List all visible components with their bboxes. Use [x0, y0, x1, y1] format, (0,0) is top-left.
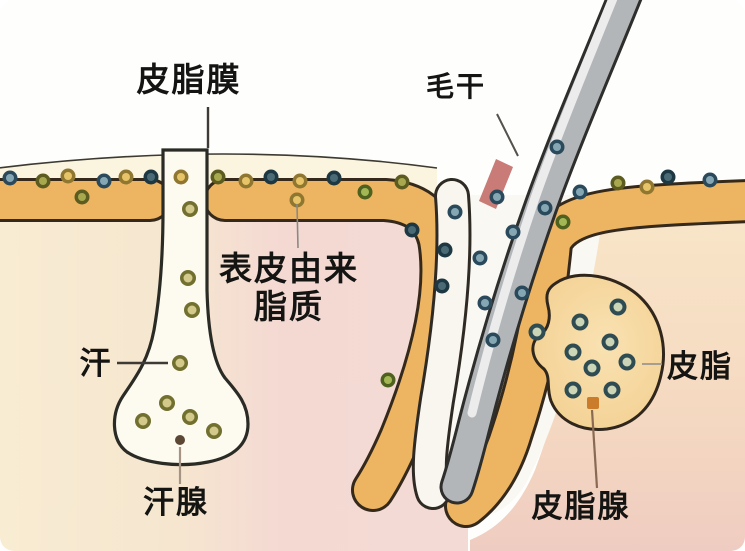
hair-shaft-body — [442, 0, 639, 502]
hair_and_follicle-dot-center — [518, 289, 526, 297]
surface_left-dot-center — [361, 188, 369, 196]
hair_and_follicle-dot-center — [509, 228, 517, 236]
sweat_gland-dot-center — [175, 358, 185, 368]
sebaceous_gland-dot-center — [613, 302, 623, 312]
surface_left-dot-center — [39, 177, 47, 185]
sweat_gland-dot-center — [187, 305, 197, 315]
surface_right-dot-center — [559, 218, 567, 226]
surface_left-dot-center — [6, 174, 14, 182]
sweat_gland-dot — [175, 435, 185, 445]
sweat_gland-dot-center — [185, 412, 195, 422]
sebum-film-surface-line — [0, 153, 438, 169]
label-sweat-gland: 汗腺 — [143, 485, 209, 520]
surface_left-dot-center — [242, 177, 250, 185]
hair_and_follicle-dot-center — [476, 254, 484, 262]
hair_and_follicle-dot-center — [441, 246, 449, 254]
surface_right-dot-center — [664, 173, 672, 181]
sebaceous_gland-dot-center — [532, 327, 542, 337]
surface_left-dot-center — [64, 172, 72, 180]
sweat-gland-shape — [112, 148, 250, 467]
surface_left-dot-center — [296, 177, 304, 185]
sweat_gland-dot-center — [209, 426, 219, 436]
pointer-lines — [117, 107, 662, 489]
hair-red-patch — [479, 159, 513, 209]
surface_right-dot-center — [541, 204, 549, 212]
label-hair-shaft: 毛干 — [425, 71, 487, 102]
sweat_gland-dot-center — [183, 273, 193, 283]
surface_left-dot-center — [122, 173, 130, 181]
surface_left-dot-center — [177, 173, 185, 181]
hair_and_follicle-dot-center — [408, 226, 416, 234]
hair_and_follicle-dot-center — [489, 336, 497, 344]
sebaceous_gland-dot-center — [587, 363, 597, 373]
dots-layer — [2, 139, 718, 445]
label-epidermis-lipids-line2: 脂质 — [254, 288, 324, 326]
pointer-sebaceous-gland — [590, 409, 599, 489]
surface_right-dot-center — [643, 183, 651, 191]
sebaceous_gland-dot-center — [607, 385, 617, 395]
label-sweat: 汗 — [79, 346, 113, 381]
sebaceous_gland-dot-center — [568, 347, 578, 357]
sweat_gland-dot-center — [138, 416, 148, 426]
sebaceous_gland-dot-center — [575, 317, 585, 327]
surface_right-dot-center — [706, 176, 714, 184]
surface_left-dot-center — [100, 177, 108, 185]
surface_left-dot-center — [293, 196, 301, 204]
surface_left-dot-center — [214, 173, 222, 181]
label-epidermis-lipids: 表皮由来 脂质 — [219, 250, 359, 327]
hair_and_follicle-dot-center — [384, 376, 392, 384]
sweat_gland-dot-center — [185, 204, 195, 214]
sweat_gland-dot-center — [162, 398, 172, 408]
surface_left-dot-center — [147, 173, 155, 181]
surface_left-dot-center — [398, 178, 406, 186]
surface_left-dot-center — [78, 193, 86, 201]
sebaceous_gland-dot-center — [622, 357, 632, 367]
surface_right-dot-center — [614, 179, 622, 187]
hair_and_follicle-dot-center — [451, 208, 459, 216]
pointer-hair-shaft — [496, 113, 519, 157]
hair_and_follicle-dot-center — [481, 299, 489, 307]
label-sebaceous-gland: 皮脂腺 — [531, 489, 631, 524]
pointer-epidermis-lipids — [296, 203, 299, 249]
hair_and_follicle-dot-center — [553, 143, 561, 151]
hair_and_follicle-dot-center — [493, 193, 501, 201]
hair_and_follicle-dot-center — [438, 282, 446, 290]
surface_left-dot-center — [330, 174, 338, 182]
sebaceous_gland-dot-center — [605, 337, 615, 347]
sebaceous_gland-dot-center — [568, 385, 578, 395]
surface_right-dot-center — [576, 188, 584, 196]
label-sebum-film: 皮脂膜 — [136, 61, 242, 98]
sheath-body — [414, 181, 469, 507]
surface_left-dot-center — [267, 173, 275, 181]
label-sebum: 皮脂 — [667, 349, 733, 384]
sebaceous_gland-dot — [587, 397, 599, 409]
label-epidermis-lipids-line1: 表皮由来 — [219, 250, 359, 287]
